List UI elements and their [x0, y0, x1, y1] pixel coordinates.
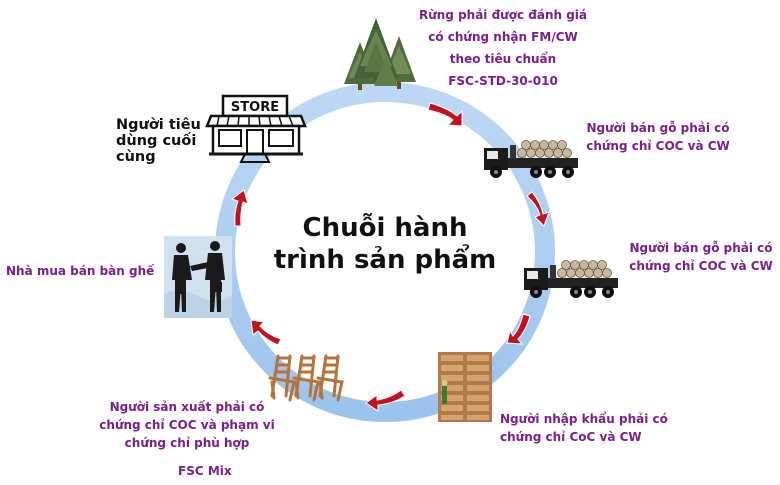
forest-label-line-1: Rừng phải được đánh giá: [418, 8, 588, 22]
center-title: Chuỗi hành trình sản phẩm: [250, 212, 520, 276]
timber-seller-2-label: Người bán gỗ phải có chứng chỉ COC và CW: [626, 239, 776, 275]
manufacturer-label-line-3: chứng chỉ phù hợp: [124, 436, 250, 450]
importer-label-line-2: chứng chỉ CoC và CW: [500, 430, 642, 444]
tree-icon: [344, 18, 416, 90]
handshake-icon: [164, 236, 232, 318]
log-truck-icon: [524, 260, 618, 298]
cycle-arrow-1: [427, 102, 463, 127]
manufacturer-label-line-1: Người sản xuất phải có: [109, 400, 265, 414]
center-title-line-2: trình sản phẩm: [273, 245, 497, 275]
manufacturer-label: Người sản xuất phải có chứng chỉ COC và …: [98, 398, 276, 480]
log-truck-icon: [484, 140, 578, 178]
furniture-buyer-label: Nhà mua bán bàn ghế: [6, 262, 156, 280]
cycle-arrow-3: [506, 313, 531, 345]
manufacturer-label-line-2: chứng chỉ COC và phạm vi: [99, 418, 275, 432]
importer-label: Người nhập khẩu phải có chứng chỉ CoC và…: [500, 410, 680, 446]
chairs-icon: [268, 354, 344, 402]
timber-seller-2-label-line-1: Người bán gỗ phải có: [629, 241, 773, 255]
forest-label: Rừng phải được đánh giá có chứng nhận FM…: [412, 4, 594, 92]
cycle-arrow-6: [230, 189, 249, 227]
consumer-label: Người tiêu dùng cuối cùng: [116, 117, 216, 165]
cycle-arrows: [230, 102, 550, 412]
importer-label-line-1: Người nhập khẩu phải có: [500, 412, 668, 426]
cycle-arrow-2: [526, 191, 550, 227]
store-icon: STORE: [205, 94, 307, 163]
timber-seller-1-label-line-2: chứng chỉ COC và CW: [586, 139, 730, 153]
consumer-label-line-3: cùng: [116, 149, 156, 165]
cycle-arrow-5: [250, 319, 282, 346]
forest-label-line-3: theo tiêu chuẩn: [449, 52, 557, 66]
forest-label-line-4: FSC-STD-30-010: [448, 74, 558, 88]
consumer-label-line-2: dùng cuối: [116, 133, 197, 149]
consumer-label-line-1: Người tiêu: [116, 117, 201, 133]
timber-seller-2-label-line-2: chứng chỉ COC và CW: [629, 259, 773, 273]
forest-label-line-2: có chứng nhận FM/CW: [428, 30, 578, 44]
store-sign-text: STORE: [231, 100, 279, 115]
timber-seller-1-label: Người bán gỗ phải có chứng chỉ COC và CW: [583, 119, 733, 155]
lumber-stack-icon: [438, 352, 492, 422]
center-title-line-1: Chuỗi hành: [302, 213, 468, 243]
cycle-arrow-4: [365, 389, 406, 412]
manufacturer-label-line-4: FSC Mix: [178, 464, 232, 478]
furniture-buyer-label-line-1: Nhà mua bán bàn ghế: [6, 264, 155, 278]
timber-seller-1-label-line-1: Người bán gỗ phải có: [586, 121, 730, 135]
